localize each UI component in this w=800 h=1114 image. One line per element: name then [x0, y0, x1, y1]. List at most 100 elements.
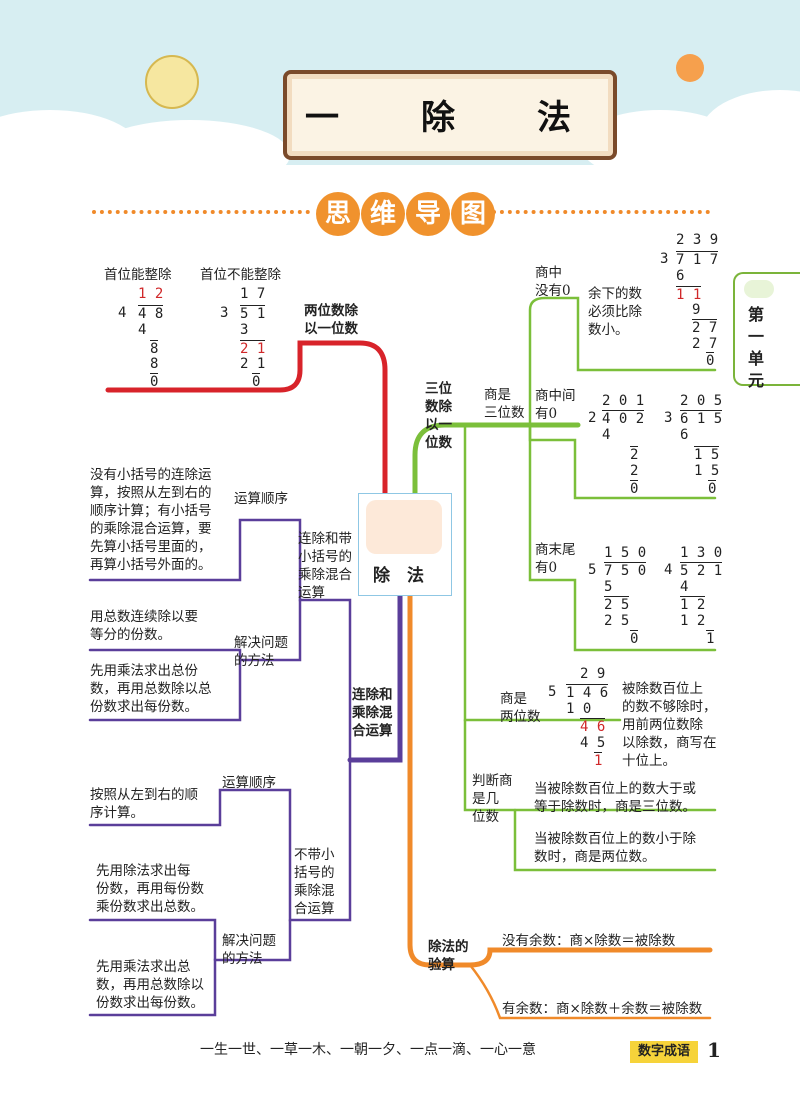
- calc-f-line: 4 5: [580, 735, 606, 751]
- calc-e-quotient: 1 3 0: [680, 545, 723, 561]
- calc-a-line: 2 7: [692, 336, 718, 352]
- judge-a-text: 当被除数百位上的数大于或 等于除数时，商是三位数。: [534, 781, 696, 815]
- calc-d-line: 0: [630, 630, 639, 647]
- branch-green: [412, 422, 581, 496]
- calc-f-divisor: 5: [548, 684, 557, 700]
- subtitle-char-4: 图: [451, 192, 495, 236]
- zero-mid2-label: 商中间 有0: [535, 388, 576, 422]
- calc-c-line: 1 5: [694, 463, 720, 479]
- calc-c-quotient: 2 0 5: [680, 393, 723, 409]
- calc-a-line: 6: [676, 268, 685, 284]
- judge-label: 判断商 是几 位数: [472, 773, 513, 825]
- calc-d-quotient: 1 5 0: [604, 545, 647, 561]
- calc-d-line: 5: [604, 579, 613, 595]
- calc2-line: 0: [252, 373, 261, 390]
- calc-d-line: 2 5: [604, 596, 630, 613]
- calc-d-divisor: 5: [588, 562, 597, 578]
- calc-f-quotient: 2 9: [580, 666, 606, 682]
- nobracket-label: 不带小 括号的 乘除混 合运算: [294, 847, 335, 917]
- bracket-label: 连除和带 小括号的 乘除混合 运算: [298, 531, 352, 601]
- judge-b-text: 当被除数百位上的数小于除 数时，商是两位数。: [534, 831, 696, 865]
- calc-e-line: 1 2: [680, 613, 706, 629]
- check-label: 除法的 验算: [428, 939, 469, 973]
- page-number: 1: [707, 1038, 721, 1062]
- calc-b-line: 0: [630, 480, 639, 497]
- calc1-line: 0: [150, 373, 159, 390]
- calc-b-divisor: 2: [588, 410, 597, 426]
- calc-b-quotient: 2 0 1: [602, 393, 645, 409]
- monkeys-illustration: [366, 500, 442, 554]
- calc-e-line: 4: [680, 579, 689, 595]
- branch-purple: [347, 591, 403, 763]
- bracket-solve-b: 先用乘法求出总份 数，再用总数除以总 份数求出每份数。: [90, 663, 212, 715]
- calc-e-divisor: 4: [664, 562, 673, 578]
- calc-a-line: 1 1: [676, 286, 702, 303]
- subtitle-char-3: 导: [406, 192, 450, 236]
- bracket-order-label: 运算顺序: [234, 491, 288, 507]
- first-divisible-label: 首位能整除: [104, 267, 172, 283]
- calc-b-dividend: 4 0 2: [602, 410, 645, 427]
- calc-f-dividend: 1 4 6: [566, 684, 609, 701]
- bracket-solve-a: 用总数连续除以要 等分的份数。: [90, 609, 198, 643]
- center-label: 除 法: [373, 566, 424, 586]
- nobracket-order-label: 运算顺序: [222, 775, 276, 791]
- zero-middle-label: 商中 没有0: [535, 265, 571, 299]
- calc-a-divisor: 3: [660, 251, 669, 267]
- calc-d-line: 2 5: [604, 613, 630, 629]
- calc1-line: 8: [150, 356, 159, 372]
- divider-left: [92, 210, 310, 214]
- zero-end-label: 商末尾 有0: [535, 542, 576, 576]
- quotient-three-label: 商是 三位数: [484, 387, 525, 421]
- calc-b-line: 2: [630, 446, 639, 463]
- calc2-dividend: 5 1: [240, 305, 266, 322]
- calc-e-line: 1: [706, 630, 715, 647]
- nobracket-solve-a: 先用除法求出每 份数，再用每份数 乘份数求出总数。: [96, 863, 204, 915]
- calc-c-line: 1 5: [694, 446, 720, 463]
- calc-f-line: 1 0: [566, 701, 592, 717]
- calc-f-line: 1: [594, 752, 603, 769]
- calc-b-line: 2: [630, 463, 639, 479]
- calc-f-line: 4 6: [580, 718, 606, 735]
- branch-red: [105, 340, 388, 496]
- calc1-line: 4: [138, 322, 147, 338]
- branch-orange: [407, 591, 713, 968]
- calc-b-line: 4: [602, 427, 611, 443]
- bunny-icon: [744, 280, 774, 298]
- mixed-label: 连除和 乘除混 合运算: [352, 687, 393, 739]
- calc1-dividend: 4 8: [138, 305, 164, 322]
- calc1-quotient: 1 2: [138, 286, 164, 302]
- subtitle-char-2: 维: [361, 192, 405, 236]
- calc2-quotient: 1 7: [240, 286, 266, 302]
- calc2-line: 3: [240, 322, 249, 338]
- planet-icon: [145, 55, 199, 109]
- title-board: [283, 70, 617, 160]
- calc2-line: 2 1: [240, 340, 266, 357]
- calc-a-line: 0: [706, 352, 715, 369]
- nobracket-order-text: 按照从左到右的顺 序计算。: [90, 787, 198, 821]
- calc-a-line: 9: [692, 302, 701, 318]
- two-digit-label: 两位数除 以一位数: [304, 303, 358, 337]
- remainder-note: 余下的数 必须比除 数小。: [588, 286, 642, 338]
- footer-idioms: 一生一世、一草一木、一朝一夕、一点一滴、一心一意: [200, 1042, 536, 1058]
- unit-tab-label: 第一单元: [747, 305, 764, 390]
- calc-a-line: 2 7: [692, 319, 718, 336]
- calc-c-divisor: 3: [664, 410, 673, 426]
- calc2-line: 2 1: [240, 356, 266, 372]
- calc-e-line: 1 2: [680, 596, 706, 613]
- calc-d-dividend: 7 5 0: [604, 562, 647, 579]
- calc-e-dividend: 5 2 1: [680, 562, 723, 579]
- calc-c-line: 6: [680, 427, 689, 443]
- calc2-divisor: 3: [220, 305, 229, 321]
- no-remainder-text: 没有余数：商×除数＝被除数: [502, 933, 676, 949]
- calc-c-line: 0: [708, 480, 717, 497]
- calc1-line: 8: [150, 340, 159, 357]
- nobracket-solve-label: 解决问题 的方法: [222, 933, 276, 967]
- sky-header: [0, 0, 800, 190]
- calc-a-dividend: 7 1 7: [676, 251, 719, 268]
- footer-badge: 数字成语: [630, 1041, 698, 1063]
- bracket-order-text: 没有小括号的连除运 算，按照从左到右的 顺序计算；有小括号 的乘除混合运算，要 …: [90, 467, 212, 573]
- with-remainder-text: 有余数：商×除数＋余数＝被除数: [502, 1001, 703, 1017]
- divider-right: [492, 210, 710, 214]
- nobracket-solve-b: 先用乘法求出总 数，再用总数除以 份数求出每份数。: [96, 959, 204, 1011]
